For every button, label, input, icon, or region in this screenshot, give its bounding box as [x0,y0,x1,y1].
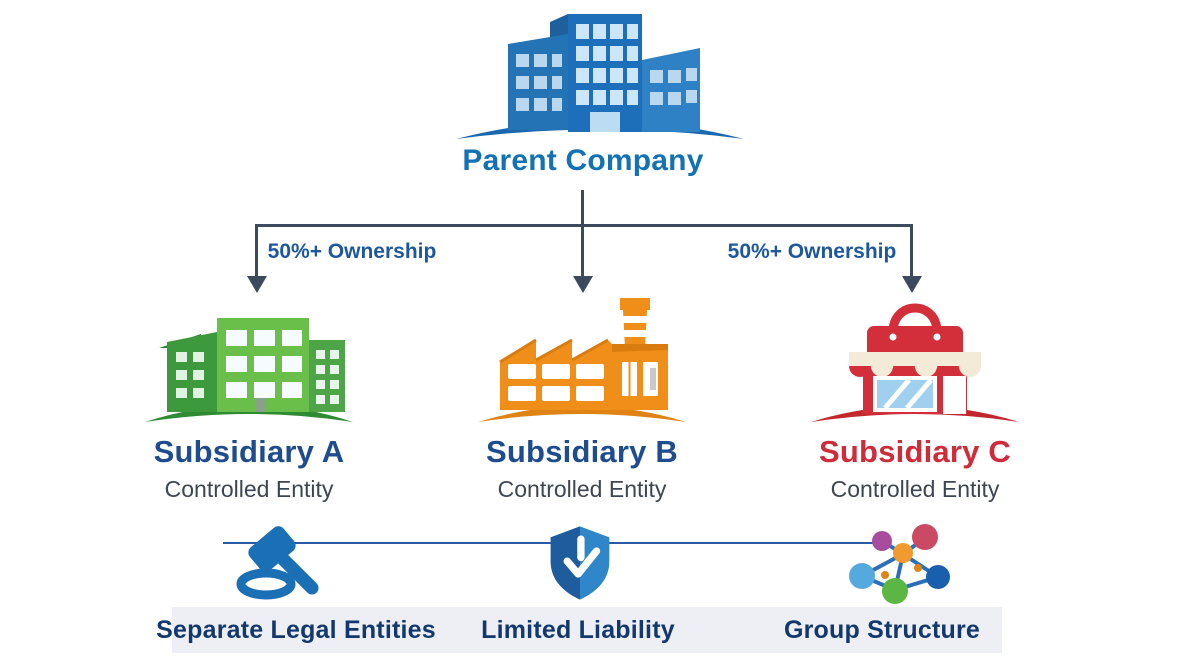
parent-company-label: Parent Company [462,144,704,177]
ownership-label-right: 50%+ Ownership [727,240,897,263]
subsidiary-a-name: Subsidiary A [153,434,345,469]
subsidiary-c-group: Subsidiary C Controlled Entity [785,292,1045,503]
orange-factory-icon [452,292,712,426]
connector-left [255,224,258,277]
footer-label-separate-legal-entities: Separate Legal Entities [156,616,436,644]
shield-check-icon [547,522,613,609]
arrowhead-right [902,276,922,293]
connector-right [910,224,913,277]
horizontal-connector-line [256,224,913,227]
connector-middle [581,224,584,277]
red-store-icon [785,292,1045,426]
subsidiary-b-name: Subsidiary B [486,434,678,469]
subsidiary-b-sublabel: Controlled Entity [497,476,667,502]
arrowhead-middle [573,276,593,293]
footer-label-limited-liability: Limited Liability [481,616,675,644]
subsidiary-a-group: Subsidiary A Controlled Entity [119,292,379,503]
green-building-icon [119,292,379,426]
footer-connector-line [223,542,878,544]
footer-band [172,607,1002,653]
subsidiary-a-sublabel: Controlled Entity [164,476,334,502]
network-nodes-icon [845,522,965,615]
subsidiary-c-name: Subsidiary C [819,434,1011,469]
arrowhead-left [247,276,267,293]
subsidiary-c-sublabel: Controlled Entity [830,476,1000,502]
parent-connector-stub [581,190,584,226]
subsidiary-b-group: Subsidiary B Controlled Entity [452,292,712,503]
office-building-icon [450,2,750,142]
footer-label-group-structure: Group Structure [783,616,981,644]
gavel-icon [232,522,330,611]
ownership-label-left: 50%+ Ownership [267,240,437,263]
